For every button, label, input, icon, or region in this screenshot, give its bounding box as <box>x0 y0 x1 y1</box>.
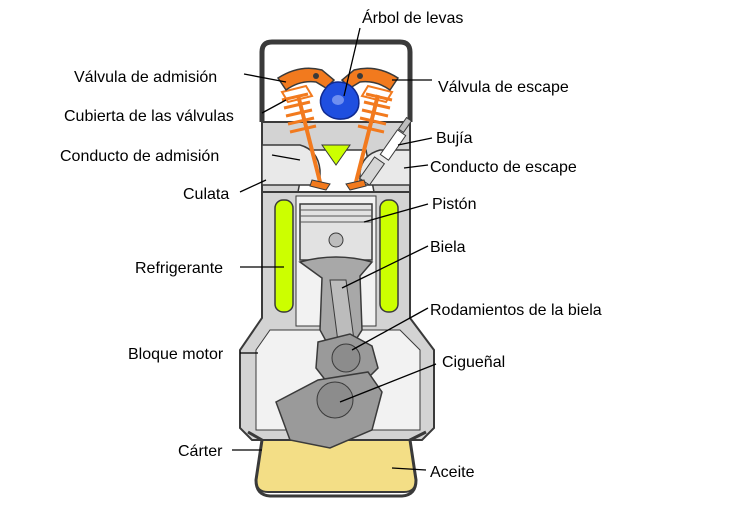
leader-oil <box>391 467 427 471</box>
label-spark-plug: Bujía <box>436 130 473 147</box>
leader-lines <box>232 27 437 471</box>
label-engine-block: Bloque motor <box>128 346 224 363</box>
label-connecting-rod: Biela <box>430 239 466 256</box>
leader-rod-bearings <box>351 307 429 351</box>
chamber-accent <box>321 144 351 166</box>
oil-pan-rim <box>247 430 427 498</box>
coolant-left <box>274 199 294 313</box>
label-valve-cover: Cubierta de las válvulas <box>64 108 234 125</box>
leader-intake-valve <box>243 73 287 83</box>
oil-pan <box>254 439 418 493</box>
wrist-pin <box>328 232 344 248</box>
leader-exhaust-port <box>403 164 429 169</box>
coolant-right <box>379 199 399 313</box>
rod-bearing <box>331 343 361 373</box>
engine-illustration <box>239 39 435 498</box>
label-oil: Aceite <box>430 464 475 481</box>
exhaust-valve-assembly <box>345 84 394 191</box>
exhaust-rocker-pivot <box>357 73 363 79</box>
leader-spark-plug <box>397 137 433 146</box>
spark-plug <box>358 116 413 186</box>
label-cylinder-head: Culata <box>183 186 229 203</box>
label-rod-bearings: Rodamientos de la biela <box>430 302 602 319</box>
label-crankcase: Cárter <box>178 443 223 460</box>
valve-cover <box>259 39 413 122</box>
leader-cylinder-head <box>239 179 267 193</box>
label-piston: Pistón <box>432 196 476 213</box>
leader-valve-cover <box>261 99 287 114</box>
label-camshaft: Árbol de levas <box>362 8 463 27</box>
label-exhaust-port: Conducto de escape <box>430 159 577 176</box>
label-intake-port: Conducto de admisión <box>60 148 219 165</box>
leader-piston <box>363 203 429 223</box>
label-intake-valve: Válvula de admisión <box>74 69 217 86</box>
leader-crankshaft <box>339 363 437 403</box>
leader-camshaft <box>343 27 361 97</box>
camshaft-highlight <box>332 95 344 105</box>
piston <box>299 203 373 261</box>
label-crankshaft: Cigueñal <box>442 354 505 371</box>
label-exhaust-valve: Válvula de escape <box>438 79 569 96</box>
leader-connecting-rod <box>341 245 429 289</box>
labels: Árbol de levas Válvula de admisión Válvu… <box>60 8 602 481</box>
intake-valve-assembly <box>280 84 331 191</box>
label-coolant: Refrigerante <box>135 260 223 277</box>
intake-rocker-pivot <box>313 73 319 79</box>
leader-intake-port <box>271 154 301 161</box>
crankshaft-journal <box>316 381 354 419</box>
